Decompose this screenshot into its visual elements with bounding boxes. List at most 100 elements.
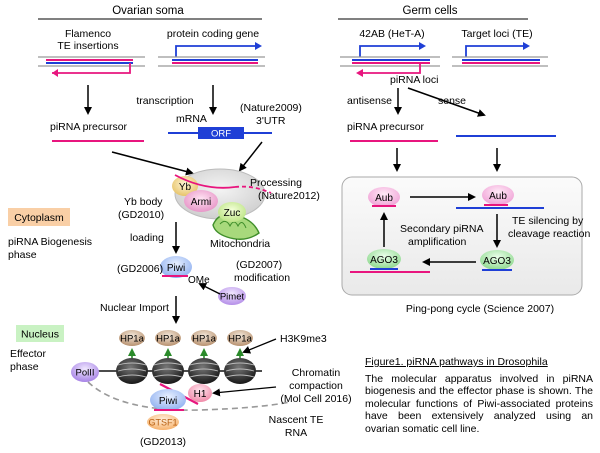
nascent-te-rna xyxy=(87,381,291,411)
mrna-label: mRNA xyxy=(176,113,207,125)
biogenesis-label-2: phase xyxy=(8,249,37,261)
flamenco-locus: Flamenco TE insertions xyxy=(38,28,145,77)
biogenesis-label-1: piRNA Biogenesis xyxy=(8,236,92,248)
cytoplasm-box xyxy=(8,208,70,226)
svg-text:AGO3: AGO3 xyxy=(370,255,398,266)
target-loci: Target loci (TE) xyxy=(452,28,548,67)
nucleus-label: Nucleus xyxy=(21,329,59,341)
flamenco-transcript-arrow xyxy=(52,63,131,74)
ping-pong-box xyxy=(341,176,583,296)
ago3-protein-right xyxy=(480,250,514,270)
ago3-protein-left xyxy=(367,249,401,269)
gd2010-label: (GD2010) xyxy=(118,209,164,221)
svg-text:HP1a: HP1a xyxy=(192,334,216,345)
nascent-label-2: RNA xyxy=(285,427,307,439)
polii-protein xyxy=(71,362,99,382)
gd2013-label: (GD2013) xyxy=(140,436,186,448)
silencing-label-1: TE silencing by xyxy=(512,215,584,227)
nuclear-import-label: Nuclear Import xyxy=(100,302,169,314)
nucleosome xyxy=(116,358,148,384)
svg-text:Pimet: Pimet xyxy=(220,292,245,303)
effector-label-2: phase xyxy=(10,361,39,373)
mitochondria-label: Mitochondria xyxy=(210,238,270,250)
nucleosome xyxy=(188,358,220,384)
chromatin-callout xyxy=(212,386,277,397)
svg-text:GTSF1: GTSF1 xyxy=(148,418,177,428)
caption-title: Figure1. piRNA pathways in Drosophila xyxy=(365,356,548,368)
svg-text:Aub: Aub xyxy=(489,191,507,202)
soma-header: Ovarian soma xyxy=(38,5,262,20)
processing-pirna-dashed xyxy=(234,185,272,194)
target-loci-arrow xyxy=(465,45,524,57)
nature2009-label: (Nature2009) xyxy=(240,102,302,114)
cytoplasm-label: Cytoplasm xyxy=(14,212,64,224)
yb-body-complex: Yb Armi Zuc xyxy=(172,168,272,240)
yb-protein xyxy=(172,176,198,196)
germ-pirna-precursor-label: piRNA precursor xyxy=(347,121,425,133)
aub-protein-left xyxy=(368,187,400,207)
caption-body: The molecular apparatus involved in piRN… xyxy=(365,372,593,435)
orf-box xyxy=(198,127,244,139)
sense-label: sense xyxy=(438,95,466,107)
target-loci-label: Target loci (TE) xyxy=(461,28,532,40)
orf-label: ORF xyxy=(211,129,231,140)
hp1a-protein xyxy=(191,330,217,346)
svg-text:Armi: Armi xyxy=(191,197,212,208)
h1-protein xyxy=(188,384,212,402)
nucleosome xyxy=(152,358,184,384)
ping-pong-cycle: Aub Aub TE silencing by cleavage reactio… xyxy=(341,176,590,296)
svg-text:H1: H1 xyxy=(194,389,207,400)
transcription-label: transcription xyxy=(136,95,193,107)
gtsf1-protein xyxy=(147,414,179,430)
germ-header: Germ cells xyxy=(338,5,528,20)
hp1a-protein xyxy=(119,330,145,346)
precursor-to-yb-arrow xyxy=(111,151,194,176)
te-insertions-label: TE insertions xyxy=(57,40,118,52)
h3k9me3-callout xyxy=(242,338,277,354)
modification-label: modification xyxy=(234,272,290,284)
zuc-protein xyxy=(218,202,246,222)
mrna-to-yb-arrow xyxy=(238,141,263,172)
molcell-label: (Mol Cell 2016) xyxy=(280,393,351,405)
nucleosome xyxy=(224,358,256,384)
hp1a-protein xyxy=(155,330,181,346)
protein-coding-arrow xyxy=(175,45,256,57)
locus-42ab-antisense-arrow xyxy=(362,63,421,74)
svg-text:Yb: Yb xyxy=(179,182,192,193)
silencing-label-2: cleavage reaction xyxy=(508,228,590,240)
gd2007-label: (GD2007) xyxy=(236,259,282,271)
locus-42ab-sense-arrow xyxy=(359,45,420,57)
hp1a-protein xyxy=(227,330,253,346)
loading-label: loading xyxy=(130,232,164,244)
svg-text:Zuc: Zuc xyxy=(224,208,241,219)
sense-arrow xyxy=(407,87,486,117)
chromatin-region: HP1a HP1a HP1a HP1a xyxy=(71,330,291,430)
svg-text:PolII: PolII xyxy=(75,368,94,379)
svg-text:HP1a: HP1a xyxy=(228,334,252,345)
armi-protein xyxy=(184,190,218,212)
svg-text:HP1a: HP1a xyxy=(156,334,180,345)
pimet-arrow xyxy=(198,283,221,295)
svg-text:Piwi: Piwi xyxy=(159,396,177,407)
ome-label: OMe xyxy=(188,275,210,286)
svg-text:Aub: Aub xyxy=(375,193,393,204)
secondary-label-2: amplification xyxy=(408,236,467,248)
protein-coding-locus: protein coding gene xyxy=(158,28,265,67)
germ-title: Germ cells xyxy=(403,5,458,17)
flamenco-label: Flamenco xyxy=(65,28,111,40)
piwi-cytoplasm xyxy=(160,256,192,278)
nature2012-label: (Nature2012) xyxy=(258,190,320,202)
chromatin-label-1: Chromatin xyxy=(292,367,341,379)
processing-label: Processing xyxy=(250,177,302,189)
hp1a-row: HP1a HP1a HP1a HP1a xyxy=(119,330,253,346)
locus-42ab-label: 42AB (HeT-A) xyxy=(359,28,424,40)
pirna-loci-label: piRNA loci xyxy=(390,74,438,86)
processing-pirna-solid xyxy=(174,174,236,189)
nascent-label-1: Nascent TE xyxy=(269,414,324,426)
soma-pirna-precursor-label: piRNA precursor xyxy=(50,121,128,133)
nucleus-box xyxy=(16,325,64,342)
figure-caption: Figure1. piRNA pathways in Drosophila Th… xyxy=(365,356,593,436)
chromatin-label-2: compaction xyxy=(289,380,343,392)
antisense-label: antisense xyxy=(347,95,392,107)
